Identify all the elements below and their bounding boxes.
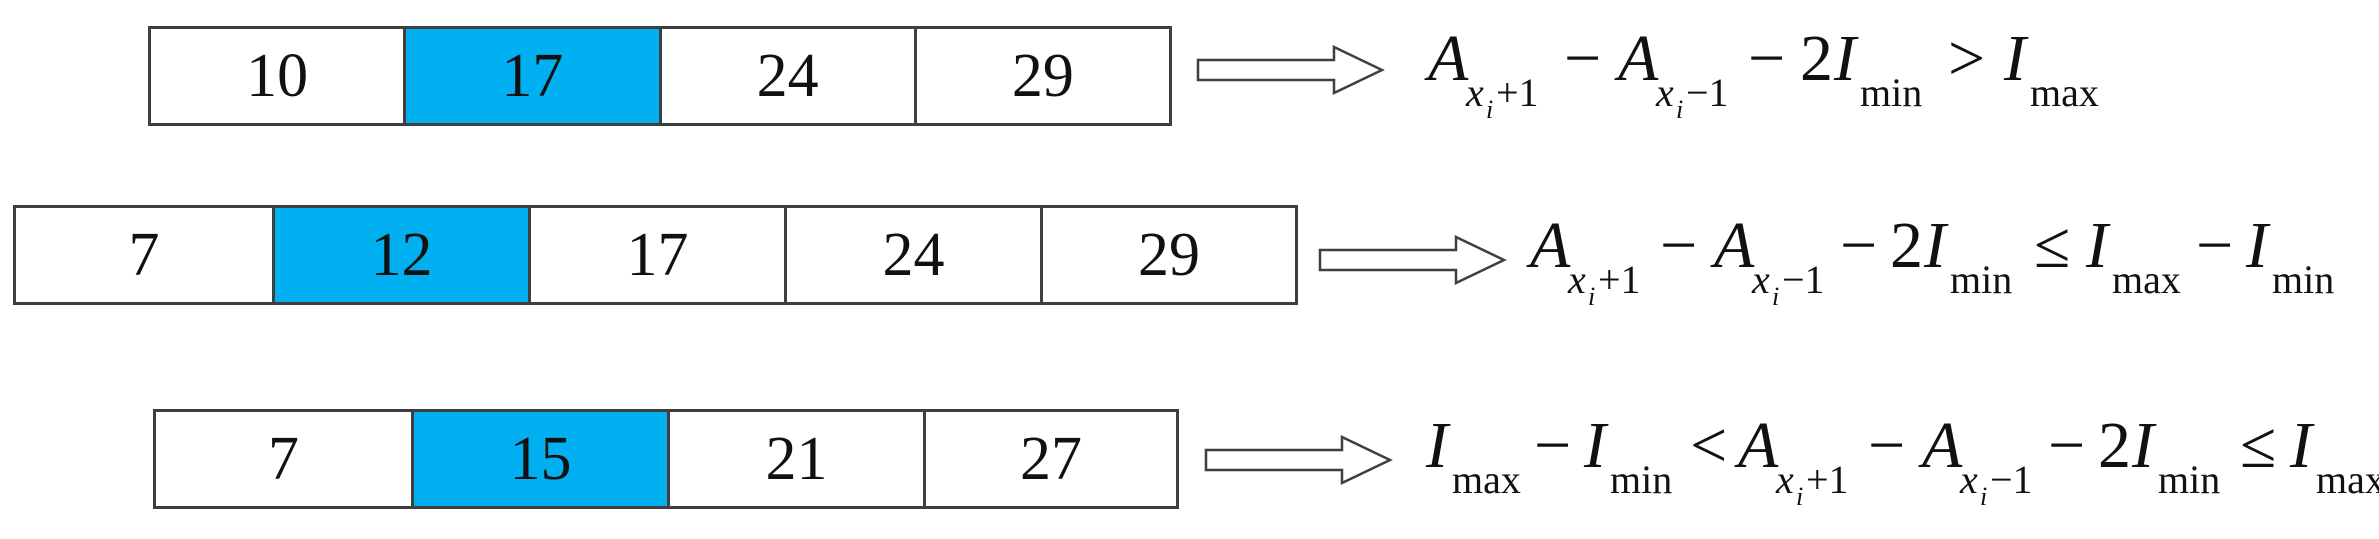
array-cell-highlighted: 15 (414, 412, 670, 506)
array-cell: 27 (926, 412, 1176, 506)
array-cell: 24 (787, 208, 1043, 302)
formula-term: I (2085, 209, 2111, 282)
formula-sub: min (1610, 457, 1672, 502)
formula-term: I (1425, 409, 1451, 482)
array-cell-highlighted: 17 (406, 29, 662, 123)
formula-term: A (1526, 209, 1571, 282)
array-cell: 7 (16, 208, 275, 302)
formula-relation: ≤ (2034, 209, 2070, 282)
formula-relation: < (1690, 409, 1727, 482)
formula-sub: max (2316, 457, 2379, 502)
formula-term: I (2245, 209, 2271, 282)
formula-sub: x (1465, 70, 1484, 115)
formula-row-1: A x i +1 − A x i −1 − 2 I min > I max (1424, 18, 2128, 133)
array-cell: 10 (151, 29, 407, 123)
formula-term: A (1614, 22, 1659, 95)
formula-relation: > (1948, 22, 1985, 95)
formula-term: I (1923, 209, 1949, 282)
formula-row-3: I max − I min < A x i +1 − A x i −1 − 2 … (1425, 405, 2379, 520)
formula-term: A (1918, 409, 1963, 482)
formula-subsub: i (1980, 482, 1987, 511)
formula-term: A (1710, 209, 1755, 282)
formula-sub: min (2272, 257, 2334, 302)
right-arrow-icon (1196, 45, 1385, 95)
formula-sub: x (1567, 257, 1586, 302)
formula-operator: − (1840, 209, 1877, 282)
formula-operator: − (1534, 409, 1571, 482)
formula-term: I (2131, 409, 2157, 482)
formula-operator: − (1748, 22, 1785, 95)
formula-operator: − (2196, 209, 2233, 282)
formula-sub: x (1655, 70, 1674, 115)
formula-operator: − (1660, 209, 1697, 282)
array-cell: 29 (1043, 208, 1295, 302)
formula-term: A (1734, 409, 1779, 482)
array-cell: 7 (156, 412, 414, 506)
array-cell: 21 (670, 412, 926, 506)
formula-tail: −1 (1686, 70, 1729, 115)
formula-term: A (1424, 22, 1469, 95)
formula-operator: − (2048, 409, 2085, 482)
formula-sub: x (1775, 457, 1794, 502)
formula-tail: +1 (1496, 70, 1539, 115)
formula-sub: x (1751, 257, 1770, 302)
formula-coefficient: 2 (2098, 409, 2131, 482)
formula-subsub: i (1796, 482, 1803, 511)
right-arrow-icon (1318, 235, 1507, 285)
array-row-3: 7 15 21 27 (153, 409, 1179, 509)
formula-term: I (1583, 409, 1609, 482)
formula-term: I (1833, 22, 1859, 95)
right-arrow-icon (1204, 435, 1393, 485)
array-cell-highlighted: 12 (275, 208, 531, 302)
array-cell: 29 (916, 29, 1169, 123)
formula-subsub: i (1588, 282, 1595, 311)
formula-subsub: i (1772, 282, 1779, 311)
array-row-2: 7 12 17 24 29 (13, 205, 1298, 305)
array-cell: 24 (661, 29, 917, 123)
formula-operator: − (1564, 22, 1601, 95)
array-row-1: 10 17 24 29 (148, 26, 1172, 126)
formula-row-2: A x i +1 − A x i −1 − 2 I min ≤ I max − … (1526, 205, 2350, 320)
formula-tail: −1 (1782, 257, 1825, 302)
formula-tail: −1 (1990, 457, 2033, 502)
formula-term: I (2289, 409, 2315, 482)
formula-sub: min (1860, 70, 1922, 115)
formula-subsub: i (1486, 95, 1493, 124)
formula-coefficient: 2 (1890, 209, 1923, 282)
formula-sub: max (1452, 457, 1521, 502)
formula-operator: − (1868, 409, 1905, 482)
formula-sub: max (2112, 257, 2181, 302)
formula-sub: min (2158, 457, 2220, 502)
formula-sub: min (1950, 257, 2012, 302)
formula-tail: +1 (1598, 257, 1641, 302)
formula-tail: +1 (1806, 457, 1849, 502)
formula-relation: ≤ (2240, 409, 2276, 482)
formula-sub: x (1959, 457, 1978, 502)
formula-term: I (2003, 22, 2029, 95)
formula-coefficient: 2 (1800, 22, 1833, 95)
formula-subsub: i (1676, 95, 1683, 124)
array-cell: 17 (531, 208, 787, 302)
formula-sub: max (2030, 70, 2099, 115)
